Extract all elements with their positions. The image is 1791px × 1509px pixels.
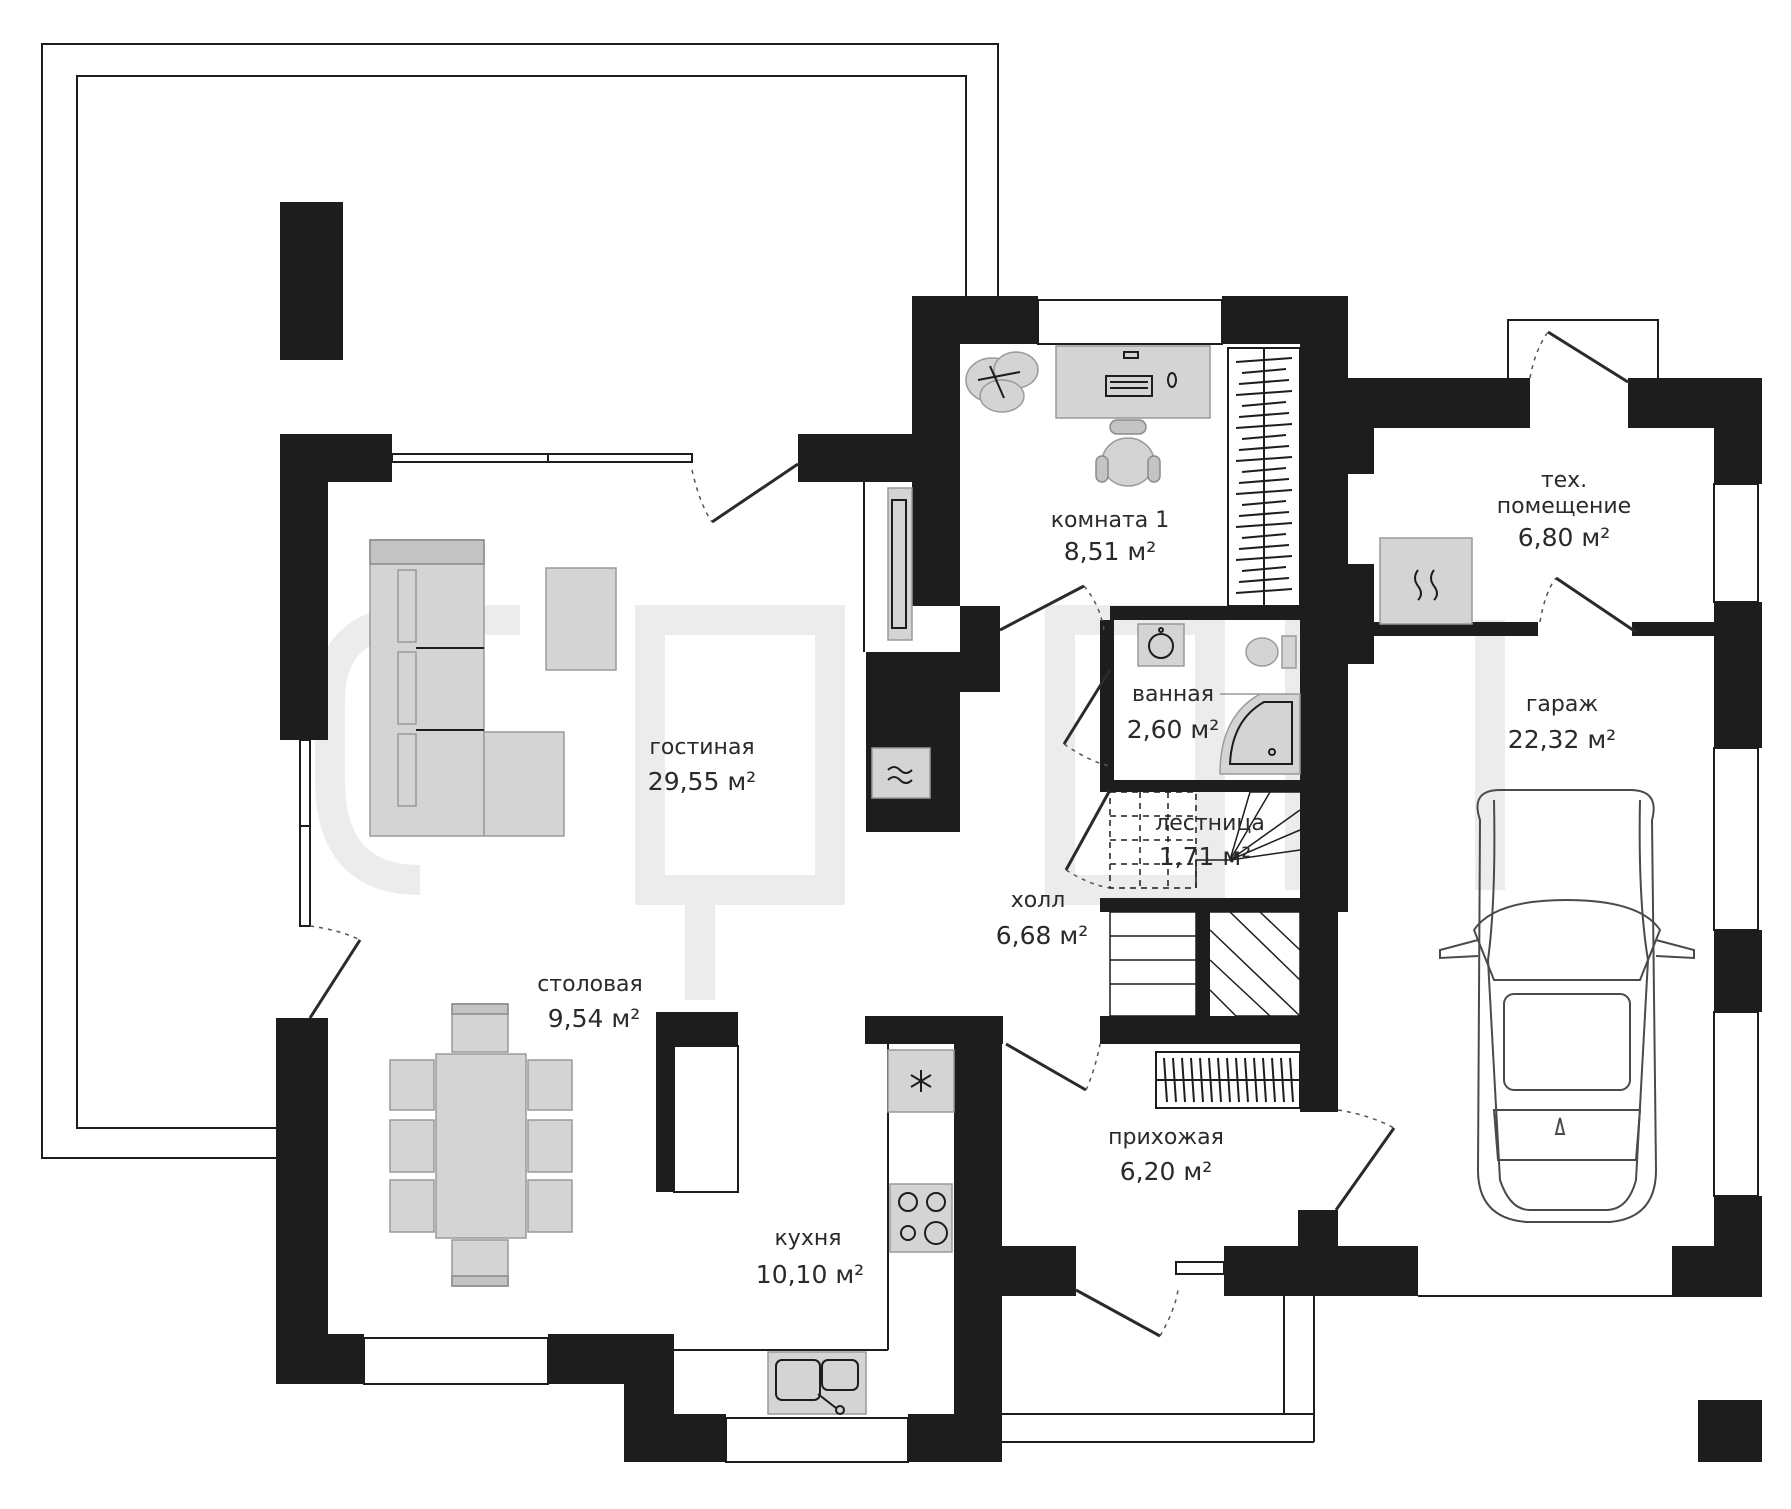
entrance-wardrobe: [1155, 1051, 1301, 1109]
ottoman: [545, 567, 617, 671]
room-area: 22,32 м²: [1508, 725, 1616, 754]
hanger-line: [1241, 434, 1287, 440]
hanger-line: [1271, 1057, 1276, 1103]
hanger-line: [1235, 390, 1293, 396]
hanger-line: [1238, 577, 1290, 583]
hanger-line: [1238, 544, 1290, 550]
hanger-line: [1241, 401, 1287, 407]
fan-icon: [871, 747, 931, 799]
plant: [965, 351, 1039, 413]
hanger-line: [1181, 1057, 1186, 1103]
kitchen-island: [656, 1012, 739, 1193]
heater-icon: [1379, 537, 1473, 625]
hanger-line: [1172, 1057, 1177, 1103]
hanger-line: [1235, 423, 1293, 429]
room-name: холл: [1011, 888, 1066, 913]
hanger-line: [1238, 478, 1290, 484]
desk: [1055, 345, 1211, 419]
cooktop-icon: [889, 1183, 953, 1253]
kitchen-counter: [674, 1044, 889, 1351]
room-label-living: гостиная 29,55 м²: [648, 735, 756, 796]
boiler-icon: [887, 1049, 955, 1113]
hanger-line: [1253, 1057, 1258, 1103]
room-area: 29,55 м²: [648, 767, 756, 796]
room-label-bath: ванная 2,60 м²: [1127, 682, 1220, 744]
room-name: столовая: [537, 972, 643, 997]
toilet: [1245, 635, 1297, 669]
room-label-dining: столовая 9,54 м²: [537, 972, 643, 1033]
hanger-line: [1238, 511, 1290, 517]
hanger-line: [1235, 357, 1293, 363]
hanger-line: [1199, 1057, 1204, 1103]
hanger-line: [1244, 1057, 1249, 1103]
hanger-line: [1241, 500, 1287, 506]
hanger-line: [1238, 379, 1290, 385]
hanger-line: [1238, 445, 1290, 451]
hanger-line: [1163, 1057, 1168, 1103]
hanger-line: [1235, 588, 1293, 594]
dining-table: [389, 1003, 573, 1287]
hanger-line: [1235, 522, 1293, 528]
room-name: прихожая: [1108, 1125, 1224, 1150]
room-area: 6,68 м²: [996, 921, 1089, 950]
room-name: кухня: [775, 1226, 842, 1251]
room-label-kitchen: кухня 10,10 м²: [756, 1226, 864, 1289]
room-name: гостиная: [649, 735, 754, 760]
room-area: 1,71 м²: [1159, 842, 1252, 871]
staircase: [1109, 791, 1301, 1017]
room-area: 9,54 м²: [548, 1004, 641, 1033]
hanger-line: [1190, 1057, 1195, 1103]
windows: [299, 299, 1762, 1463]
hanger-line: [1241, 467, 1287, 473]
walls: [276, 296, 1762, 1462]
hanger-line: [1235, 456, 1293, 462]
room-label-stairs: лестница 1,71 м²: [1155, 811, 1265, 871]
hanger-line: [1280, 1057, 1285, 1103]
room-label-hall: холл 6,68 м²: [996, 888, 1089, 950]
room-area: 6,80 м²: [1518, 523, 1611, 552]
sofa: [369, 539, 565, 837]
room-name: лестница: [1155, 811, 1265, 836]
wardrobe: [1227, 347, 1301, 607]
washbasin: [1137, 623, 1185, 667]
room-area: 2,60 м²: [1127, 715, 1220, 744]
hanger-line: [1235, 489, 1293, 495]
hanger-line: [1241, 533, 1287, 539]
room-name: помещение: [1497, 494, 1631, 519]
room-area: 8,51 м²: [1064, 537, 1157, 566]
hanger-line: [1235, 1057, 1240, 1103]
hanger-line: [1241, 368, 1287, 374]
hanger-line: [1235, 555, 1293, 561]
room-label-garage: гараж 22,32 м²: [1508, 692, 1616, 754]
hanger-line: [1238, 412, 1290, 418]
room-name: комната 1: [1051, 508, 1170, 533]
room-label-entrance: прихожая 6,20 м²: [1108, 1125, 1224, 1186]
room-name: ванная: [1132, 682, 1214, 707]
hanger-line: [1241, 566, 1287, 572]
room-name: гараж: [1526, 692, 1598, 717]
shower-tray: [1219, 693, 1301, 775]
hanger-line: [1289, 1057, 1294, 1103]
sink-icon: [767, 1351, 867, 1415]
tv-unit: [887, 487, 913, 641]
hanger-line: [1208, 1057, 1213, 1103]
room-area: 10,10 м²: [756, 1260, 864, 1289]
hanger-line: [1262, 1057, 1267, 1103]
car: [1439, 789, 1695, 1223]
hanger-line: [1226, 1057, 1231, 1103]
terrace-outline: [41, 43, 999, 1159]
room-label-room1: комната 1 8,51 м²: [1051, 508, 1170, 566]
room-area: 6,20 м²: [1120, 1157, 1213, 1186]
hanger-line: [1217, 1057, 1222, 1103]
office-chair: [1095, 419, 1161, 487]
room-name: тех.: [1541, 468, 1587, 493]
doors: [308, 330, 1637, 1338]
room-label-tech: тех. помещение 6,80 м²: [1497, 468, 1631, 552]
